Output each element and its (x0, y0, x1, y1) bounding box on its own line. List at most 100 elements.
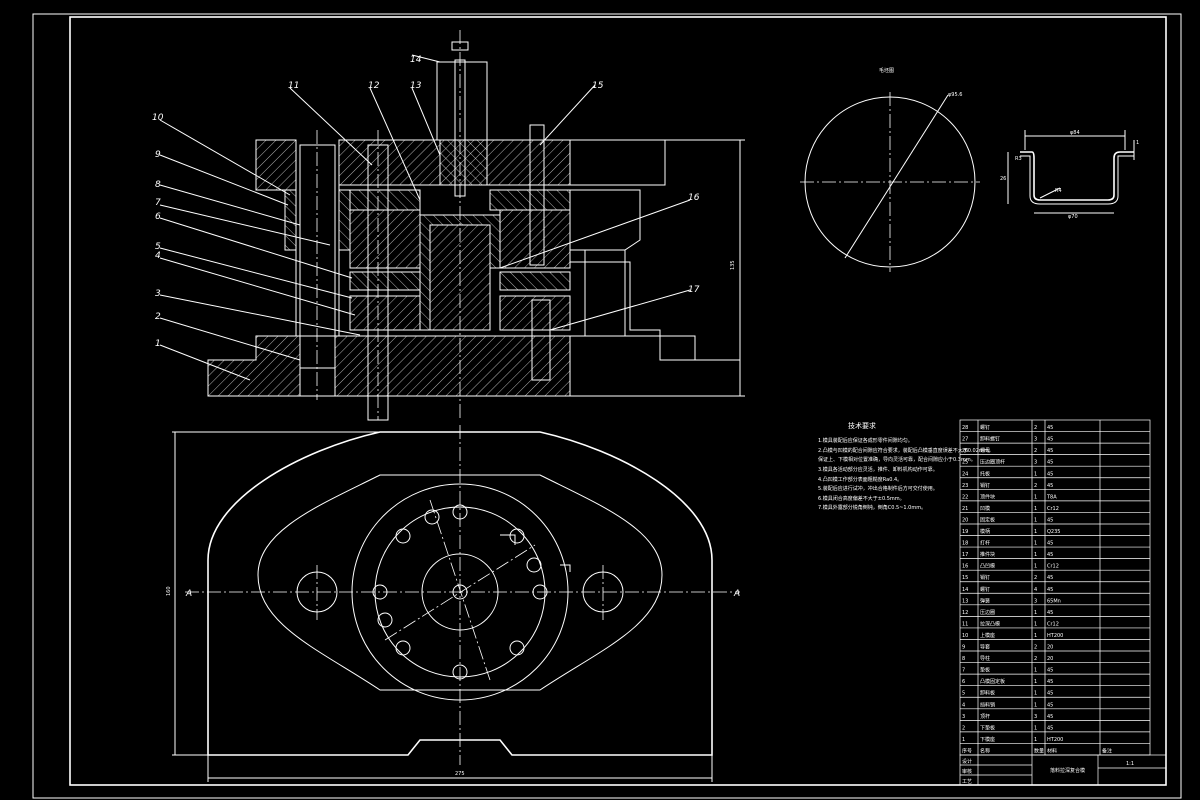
bom-cell: 拉深凸模 (980, 620, 1000, 627)
cup-thickness: 1 (1136, 140, 1139, 146)
width-dim: 275 (455, 771, 465, 777)
bom-cell: 14 (962, 587, 968, 593)
bom-cell: 材料 (1047, 748, 1057, 755)
bom-cell: 4 (962, 702, 965, 708)
bom-cell: HT200 (1047, 633, 1063, 639)
bom-cell: 45 (1047, 575, 1053, 581)
bom-cell: 45 (1047, 587, 1053, 593)
bom-cell: 45 (1047, 471, 1053, 477)
bom-cell: 2 (1034, 656, 1037, 662)
bom-cell: 2 (1034, 425, 1037, 431)
bom-cell: 45 (1047, 483, 1053, 489)
bom-cell: 1 (1034, 552, 1037, 558)
bom-cell: 10 (962, 633, 968, 639)
bom-cell: 导柱 (980, 655, 990, 662)
height-dim-left: 160 (166, 586, 172, 596)
note-line-8: 7.模具外露部分锐角倒钝，倒角C0.5~1.0mm。 (818, 504, 926, 511)
bom-cell: 45 (1047, 679, 1053, 685)
bom-cell: 7 (962, 668, 965, 674)
bom-cell: 45 (1047, 448, 1053, 454)
bom-cell: 凸凹模 (980, 563, 995, 570)
bom-cell: 9 (962, 645, 965, 651)
bom-cell: Cr12 (1047, 506, 1059, 512)
bom-cell: 3 (1034, 437, 1037, 443)
bom-cell: 12 (962, 610, 968, 616)
bom-cell: 1 (1034, 691, 1037, 697)
bom-cell: 螺母 (980, 447, 990, 454)
part-no-6: 6 (155, 212, 161, 222)
bom-cell: 1 (1034, 529, 1037, 535)
bom-cell: 下模座 (980, 736, 995, 743)
bom-cell: 45 (1047, 460, 1053, 466)
outer-border (32, 13, 1182, 799)
part-no-4: 4 (155, 251, 161, 261)
bom-cell: 1 (1034, 633, 1037, 639)
cup-r2: R4 (1055, 188, 1062, 194)
bom-cell: 销钉 (980, 482, 990, 489)
bom-cell: 13 (962, 598, 968, 604)
bom-cell: 打杆 (980, 540, 990, 547)
bom-cell: 挡料销 (980, 701, 995, 708)
cup-r1: R3 (1015, 156, 1022, 162)
note-line-7: 6.模具闭合高度偏差不大于±0.5mm。 (818, 495, 905, 502)
bom-cell: 3 (1034, 460, 1037, 466)
part-no-9: 9 (155, 150, 161, 160)
bom-cell: 20 (962, 517, 968, 523)
bom-cell: 螺钉 (980, 586, 990, 593)
bom-cell: Cr12 (1047, 621, 1059, 627)
bom-cell: 8 (962, 656, 965, 662)
bom-cell: 45 (1047, 541, 1053, 547)
bom-cell: 1 (1034, 506, 1037, 512)
bom-cell: 24 (962, 471, 968, 477)
bom-cell: 1 (1034, 725, 1037, 731)
section-mark-right: A (733, 589, 740, 599)
bom-cell: 45 (1047, 668, 1053, 674)
bom-cell: 5 (962, 691, 965, 697)
bom-cell: 凸模固定板 (980, 678, 1005, 685)
bom-cell: 25 (962, 460, 968, 466)
blank-drawing: 毛坯图 φ95.6 (800, 67, 980, 272)
part-no-14: 14 (410, 55, 422, 65)
bom-cell: 45 (1047, 517, 1053, 523)
bom-cell: 2 (1034, 575, 1037, 581)
front-section-view: 135 10 9 8 7 6 5 4 3 2 1 (152, 30, 745, 421)
bom-cell: 27 (962, 437, 968, 443)
bom-cell: 1 (1034, 702, 1037, 708)
part-no-3: 3 (155, 289, 161, 299)
bom-cell: 15 (962, 575, 968, 581)
bom-cell: 20 (1047, 645, 1053, 651)
bom-cell: 26 (962, 448, 968, 454)
bom-cell: 序号 (962, 748, 972, 755)
bom-cell: 45 (1047, 725, 1053, 731)
bom-cell: 3 (962, 714, 965, 720)
bom-cell: 2 (1034, 645, 1037, 651)
section-mark-left: A (185, 589, 192, 599)
note-line-5: 4.凸凹模工作部分表面粗糙度Ra0.4。 (818, 476, 902, 483)
note-line-4: 3.模具各活动部分应灵活，推件、卸料机构动作可靠。 (818, 466, 938, 473)
bom-cell: 上模座 (980, 632, 995, 639)
bom-cell: 45 (1047, 437, 1053, 443)
bom-cell: 备注 (1102, 748, 1112, 755)
bom-cell: 名称 (980, 748, 990, 755)
bom-cell: 2 (962, 725, 965, 731)
title-row-3: 工艺 (962, 779, 972, 785)
bom-cell: 2 (1034, 483, 1037, 489)
bom-cell: 1 (1034, 668, 1037, 674)
bom-cell: 托板 (980, 470, 990, 477)
bom-cell: 卸料板 (980, 690, 995, 697)
inner-border (69, 16, 1167, 786)
bom-cell: 21 (962, 506, 968, 512)
bom-cell: 弹簧 (980, 597, 990, 604)
bom-cell: 45 (1047, 691, 1053, 697)
bom-cell: 卸料螺钉 (980, 436, 1000, 443)
bom-cell: 螺钉 (980, 424, 990, 431)
bom-cell: 16 (962, 564, 968, 570)
bom-cell: 推件块 (980, 551, 995, 558)
bom-cell: 1 (1034, 679, 1037, 685)
bom-cell: 凹模 (980, 505, 990, 512)
bom-cell: 顶杆 (980, 713, 990, 720)
bom-cell: 模柄 (980, 528, 990, 535)
note-line-6: 5.装配后应进行试冲，冲出合格制件后方可交付使用。 (818, 485, 938, 492)
bom-cell: 下垫板 (980, 724, 995, 731)
bom-cell: 45 (1047, 552, 1053, 558)
